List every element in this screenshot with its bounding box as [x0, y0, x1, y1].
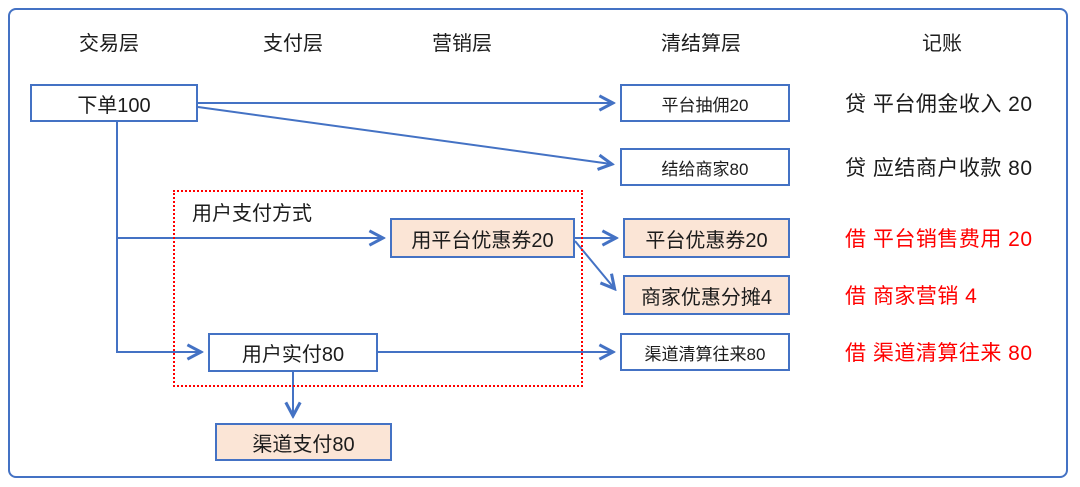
- ledger-entry: 借 平台销售费用 20: [845, 228, 1033, 251]
- ledger-entry: 贷 应结商户收款 80: [845, 157, 1033, 180]
- user-payment-method-group: 用户支付方式: [173, 190, 583, 387]
- ledger-entry: 借 渠道清算往来 80: [845, 342, 1033, 365]
- flow-box-channel-pay-80: 渠道支付80: [215, 423, 392, 461]
- flow-box-user-actual-pay-80: 用户实付80: [208, 333, 378, 372]
- column-header: 支付层: [263, 33, 323, 55]
- column-header: 营销层: [432, 33, 492, 55]
- column-header: 清结算层: [661, 33, 741, 55]
- flow-box-merchant-discount-share-4: 商家优惠分摊4: [623, 275, 790, 315]
- flow-box-platform-coupon-20: 平台优惠券20: [623, 218, 790, 258]
- flow-box-channel-clearing-80: 渠道清算往来80: [620, 333, 790, 371]
- ledger-entry: 借 商家营销 4: [845, 285, 978, 308]
- flow-box-order-100: 下单100: [30, 84, 198, 122]
- flow-box-settle-to-merchant-80: 结给商家80: [620, 148, 790, 186]
- ledger-entry: 贷 平台佣金收入 20: [845, 93, 1033, 116]
- column-header: 记账: [922, 33, 962, 55]
- group-label: 用户支付方式: [192, 203, 312, 225]
- column-header: 交易层: [79, 33, 139, 55]
- flow-box-platform-commission-20: 平台抽佣20: [620, 84, 790, 122]
- flow-box-use-platform-coupon-20: 用平台优惠券20: [390, 218, 575, 258]
